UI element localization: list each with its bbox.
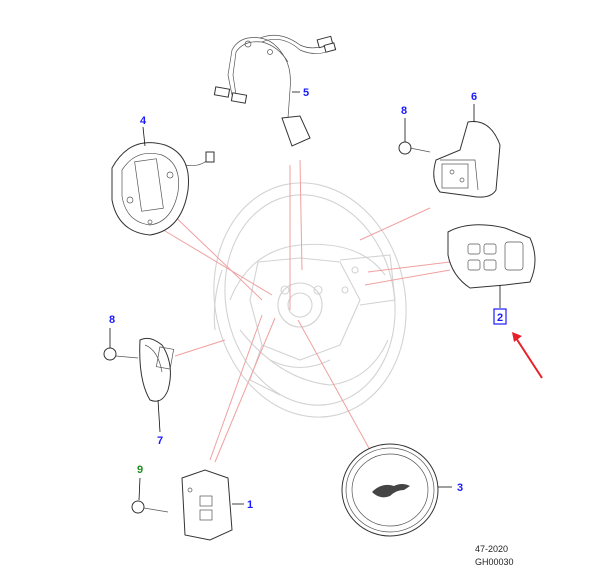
wiring-harness-part (213, 34, 337, 147)
date-code: 47-2020 (475, 544, 508, 554)
callout-7[interactable]: 7 (157, 435, 163, 447)
callout-8-upper[interactable]: 8 (401, 105, 407, 117)
paddle-shifter-left-part (139, 337, 175, 433)
steering-wheel-outline (213, 182, 407, 418)
callout-2-highlight-box (493, 308, 507, 325)
screw-part-left (103, 328, 139, 361)
callout-2[interactable]: 2 (497, 312, 503, 324)
callout-5[interactable]: 5 (303, 87, 309, 99)
callout-9[interactable]: 9 (137, 464, 143, 476)
paddle-shifter-part (433, 104, 501, 198)
clock-spring-part (111, 126, 215, 236)
callout-4[interactable]: 4 (140, 115, 147, 127)
jaguar-leaper-icon (372, 484, 410, 498)
leader-rays (159, 159, 451, 463)
airbag-module-part (341, 443, 452, 537)
callout-6[interactable]: 6 (471, 91, 477, 103)
drawing-id: GH00030 (475, 557, 514, 567)
screw-part-upper (398, 118, 431, 155)
steering-wheel-switch-part (447, 224, 536, 308)
callout-1[interactable]: 1 (247, 499, 253, 511)
screw-part-bottom (131, 477, 169, 514)
callout-3[interactable]: 3 (457, 482, 463, 494)
red-arrow-icon (512, 332, 543, 379)
callout-8-left[interactable]: 8 (109, 314, 115, 326)
switch-pack-part (181, 469, 244, 541)
